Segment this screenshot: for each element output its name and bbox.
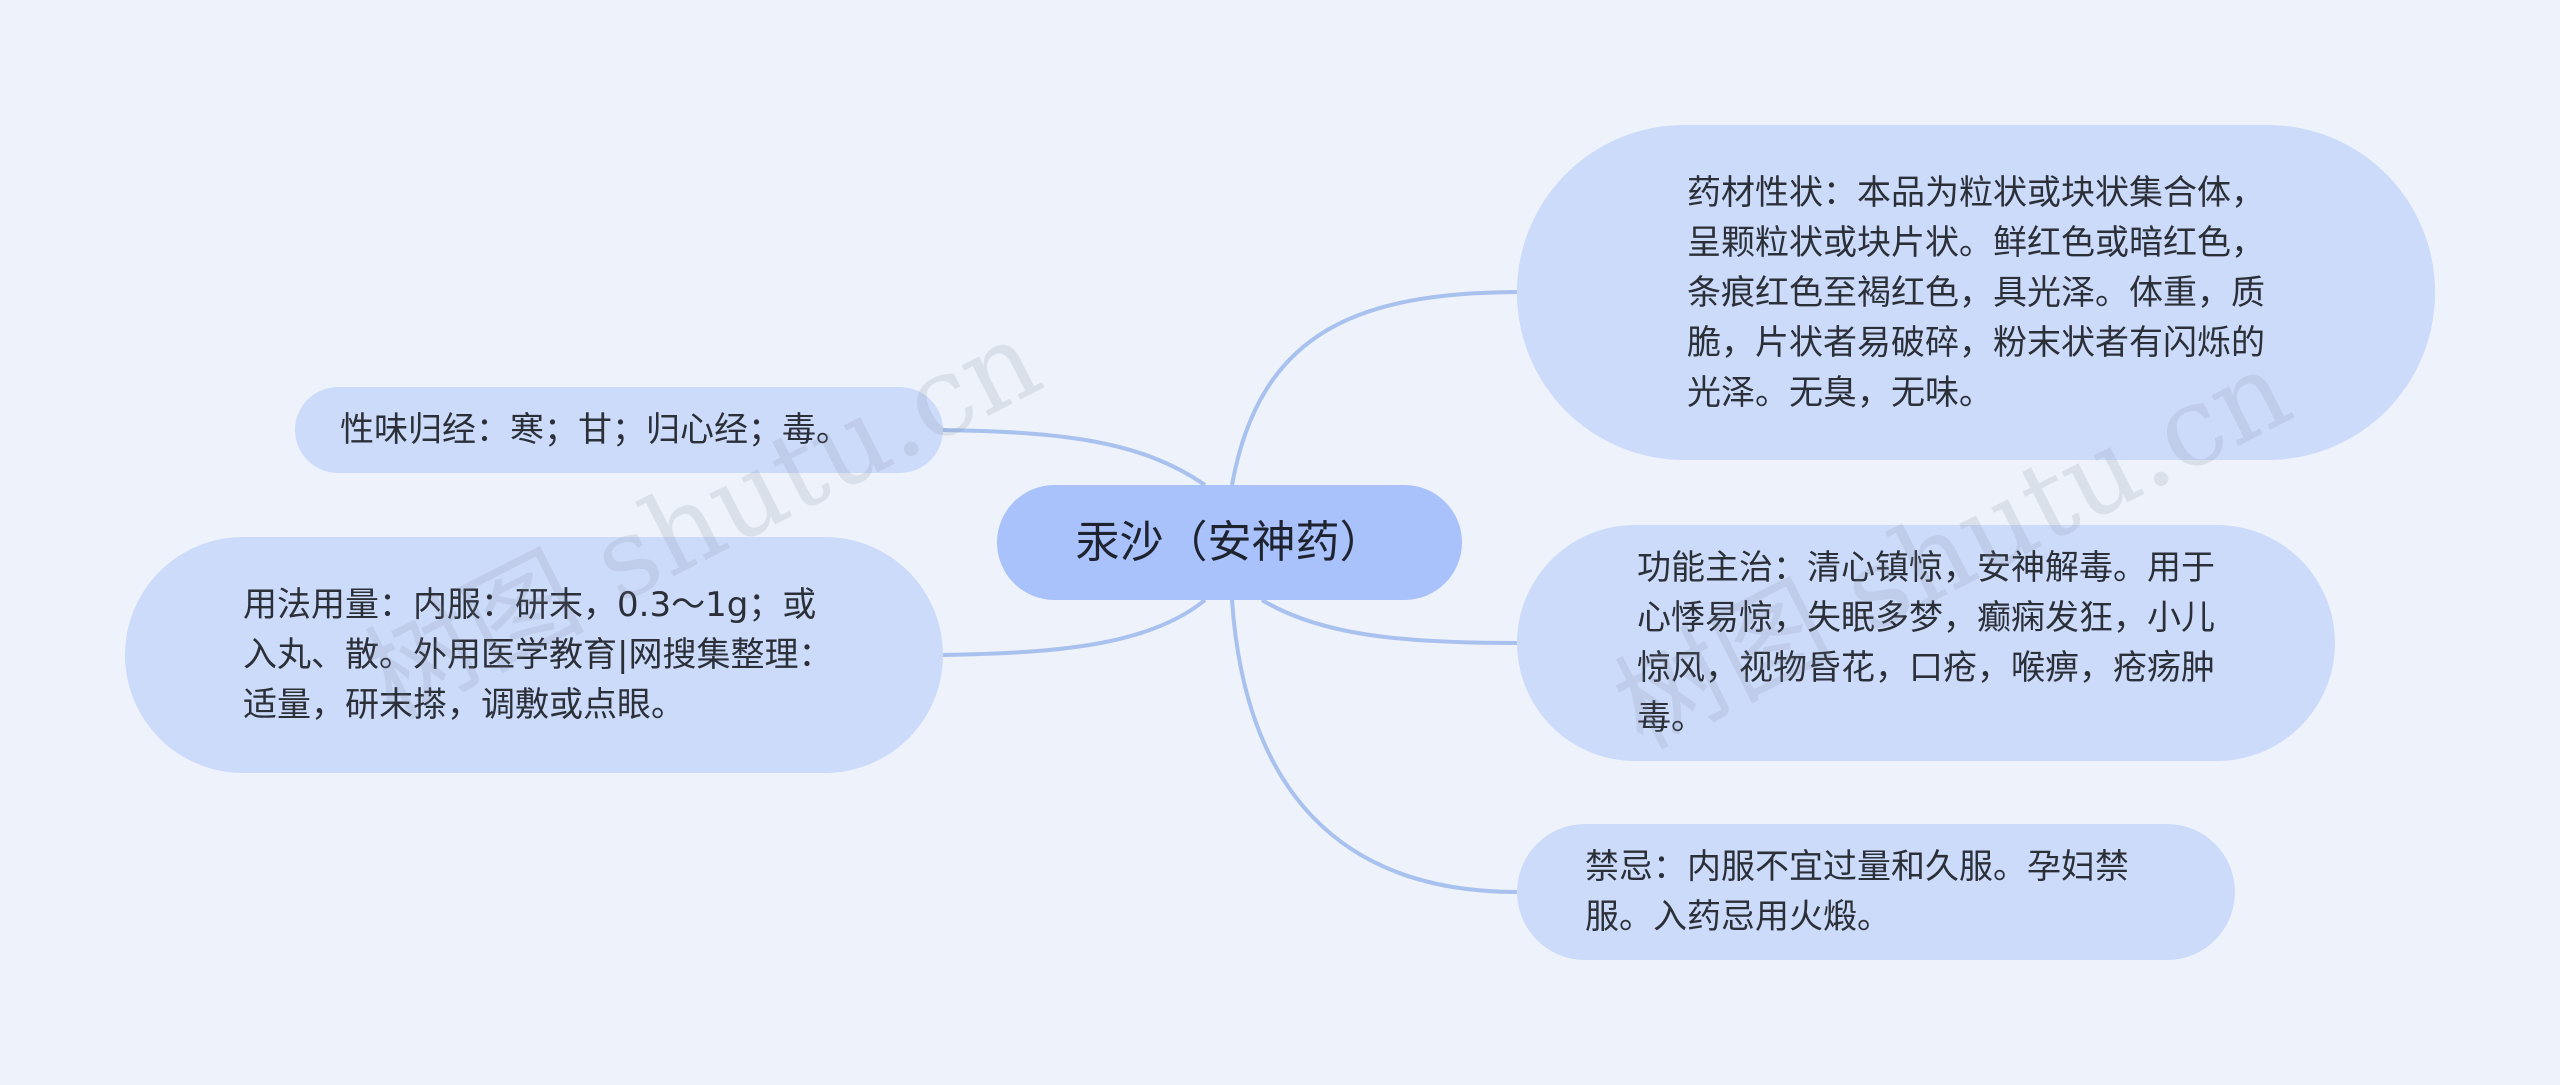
- topic-taste-text: 性味归经：寒；甘；归心经；毒。: [340, 410, 850, 450]
- topic-usage-text: 用法用量：内服：研末，0.3～1g；或入丸、散。外用医学教育|网搜集整理：适量，…: [243, 585, 833, 725]
- connector-functions: [1260, 598, 1518, 645]
- central-topic[interactable]: 汞沙（安神药）: [997, 485, 1462, 600]
- connector-contraindications: [1230, 599, 1518, 894]
- topic-properties-text: 药材性状：本品为粒状或块状集合体，呈颗粒状或块片状。鲜红色或暗红色，条痕红色至褐…: [1687, 172, 2265, 413]
- connector-usage: [942, 598, 1207, 657]
- topic-taste-meridian[interactable]: 性味归经：寒；甘；归心经；毒。: [295, 387, 943, 473]
- topic-functions-text: 功能主治：清心镇惊，安神解毒。用于心悸易惊，失眠多梦，癫痫发狂，小儿惊风，视物昏…: [1637, 548, 2215, 738]
- connector-taste: [942, 428, 1207, 487]
- topic-usage-dosage[interactable]: 用法用量：内服：研末，0.3～1g；或入丸、散。外用医学教育|网搜集整理：适量，…: [125, 537, 943, 773]
- central-topic-label: 汞沙（安神药）: [1075, 516, 1384, 568]
- connector-properties: [1230, 290, 1518, 486]
- topic-functions-indications[interactable]: 功能主治：清心镇惊，安神解毒。用于心悸易惊，失眠多梦，癫痫发狂，小儿惊风，视物昏…: [1517, 525, 2335, 761]
- topic-contraindications-text: 禁忌：内服不宜过量和久服。孕妇禁服。入药忌用火煅。: [1585, 847, 2129, 937]
- topic-contraindications[interactable]: 禁忌：内服不宜过量和久服。孕妇禁服。入药忌用火煅。: [1517, 824, 2235, 960]
- topic-material-properties[interactable]: 药材性状：本品为粒状或块状集合体，呈颗粒状或块片状。鲜红色或暗红色，条痕红色至褐…: [1517, 125, 2435, 460]
